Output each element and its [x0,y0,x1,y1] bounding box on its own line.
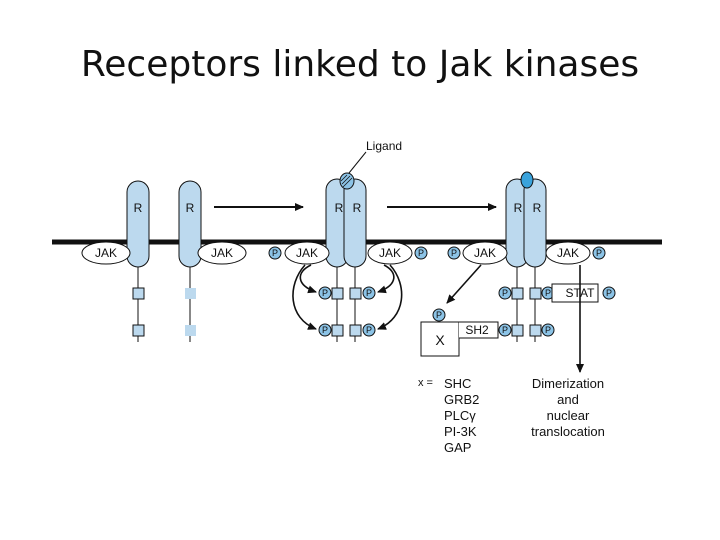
ligand-pointer [348,151,367,174]
receptor-label: R [533,201,542,215]
tyrosine-boxes [132,287,542,337]
phosphate-circle [318,286,332,300]
jak-label: JAK [296,246,318,260]
phosphate-circle [268,246,282,260]
phosphate-circle [592,246,606,260]
phosphate-circle [447,246,461,260]
outcome-line: Dimerization [532,376,604,391]
x-protein-label: X [435,332,445,348]
phosphate-label: P [366,288,372,298]
receptor-label: R [514,201,523,215]
jak-label: JAK [474,246,496,260]
ligand-label: Ligand [366,139,402,153]
stat-domain [551,283,599,303]
x-list-item: GRB2 [444,392,479,407]
x-list-item: GAP [444,440,471,455]
jak-oval [367,241,413,265]
jak-oval [462,241,508,265]
jak-oval [284,241,330,265]
receptor-monomer-right [178,180,202,268]
x-list-item: PI-3K [444,424,477,439]
ligand-bound [520,171,534,189]
sh2-domain [459,321,499,339]
phosphate-label: P [545,288,551,298]
slide-title: Receptors linked to Jak kinases [80,44,640,85]
receptor-monomer-left [126,180,150,268]
phosphate-label: P [418,248,424,258]
receptor-dimer-b-right [523,178,547,268]
x-equals-label: x = [418,377,433,389]
receptor-chains [126,178,547,342]
receptor-label: R [353,201,362,215]
phosphate-label: P [596,248,602,258]
phosphate-label: P [272,248,278,258]
phosphate-circle [414,246,428,260]
outcome-line: and [557,392,579,407]
phosphate-label: P [502,325,508,335]
ligand-hatch [340,174,353,188]
phosphorylation-arrows [292,264,403,330]
phosphate-label: P [451,248,457,258]
phosphate-label: P [366,325,372,335]
phosphate-label: P [545,325,551,335]
x-list-item: SHC [444,376,471,391]
x-protein-box [420,321,460,357]
receptor-labels: R R R R R R [134,201,542,215]
jak-oval [197,241,247,265]
phosphate-label: P [436,310,442,320]
phosphate-label: P [502,288,508,298]
phosphate-circle [602,286,616,300]
jak-label: JAK [557,246,579,260]
receptor-label: R [134,201,143,215]
outcome-line: translocation [531,424,605,439]
ligand-hatched [339,172,355,190]
phosphate-label: P [322,288,328,298]
recruitment-arrow [446,264,482,304]
jak-label: JAK [379,246,401,260]
phosphate-circle [362,323,376,337]
phosphate-circle [432,308,446,322]
phosphate-circle [318,323,332,337]
phosphate-circle [541,323,555,337]
phosphate-label: P [322,325,328,335]
phosphate-circle [498,286,512,300]
phosphate-label: P [606,288,612,298]
phosphate-circle [362,286,376,300]
x-list-item: PLCγ [444,408,476,423]
jak-oval [81,241,131,265]
receptor-label: R [186,201,195,215]
receptor-dimer-a-right [343,178,367,268]
jak-label: JAK [211,246,233,260]
receptor-label: R [335,201,344,215]
sh2-label: SH2 [465,323,489,337]
jak-oval [545,241,591,265]
phosphate-circle [498,323,512,337]
jak-label: JAK [95,246,117,260]
outcome-line: nuclear [547,408,590,423]
